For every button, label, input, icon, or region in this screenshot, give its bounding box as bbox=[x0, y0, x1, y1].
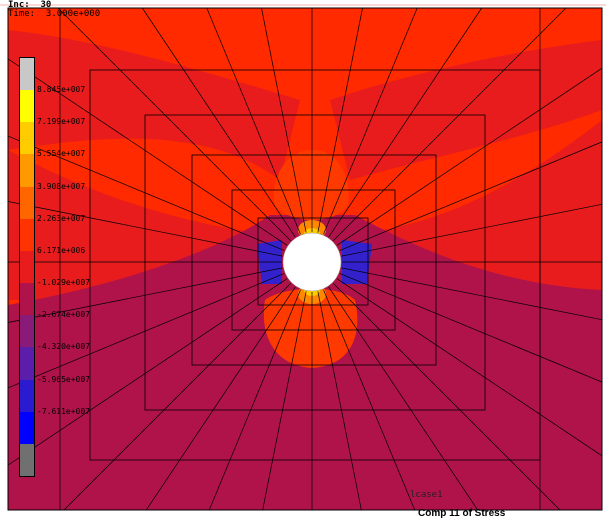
legend-swatch bbox=[20, 250, 34, 284]
mesh-radial-line bbox=[332, 7, 567, 242]
legend-swatch bbox=[20, 58, 34, 91]
legend-swatch bbox=[20, 347, 34, 381]
mesh-ring bbox=[257, 217, 369, 306]
legend-swatch bbox=[20, 315, 34, 348]
legend-label: 5.554e+007 bbox=[37, 149, 86, 159]
mesh-ring bbox=[191, 154, 437, 366]
lobe-top bbox=[274, 150, 349, 220]
mesh-radial-line bbox=[261, 7, 307, 233]
legend-label: -5.965e+007 bbox=[37, 374, 90, 384]
mesh-radial-line bbox=[262, 291, 307, 511]
legend-swatch bbox=[20, 283, 34, 316]
mesh-radial-line bbox=[328, 7, 483, 238]
legend-label: 8.845e+007 bbox=[37, 85, 86, 95]
mesh-radial-line bbox=[323, 7, 418, 235]
mesh-radial-line bbox=[7, 273, 285, 389]
mesh-radial-line bbox=[341, 203, 603, 257]
mesh-radial-line bbox=[208, 289, 301, 511]
legend-swatch bbox=[20, 218, 34, 252]
mesh-radial-line bbox=[317, 291, 362, 511]
legend-label: 3.908e+007 bbox=[37, 181, 86, 191]
legend-label: 2.263e+007 bbox=[37, 213, 86, 223]
mesh-radial-line bbox=[7, 201, 283, 257]
hole bbox=[282, 232, 342, 292]
mesh-radial-line bbox=[336, 67, 603, 246]
legend-swatch bbox=[20, 122, 34, 155]
lobe-bottom bbox=[263, 288, 358, 368]
legend-swatch bbox=[20, 186, 34, 220]
mesh-radial-line bbox=[339, 141, 603, 251]
mesh-radial-line bbox=[7, 278, 288, 466]
mesh-radial-line bbox=[339, 273, 603, 383]
legend-swatch bbox=[20, 379, 34, 413]
mesh-radial-line bbox=[328, 286, 478, 511]
mesh-radial-line bbox=[332, 282, 561, 511]
legend-border bbox=[19, 57, 35, 477]
legend-label: -2.674e+007 bbox=[37, 310, 90, 320]
time-label: Time: 3.000e+000 bbox=[8, 9, 101, 19]
legend-label: 7.199e+007 bbox=[37, 117, 86, 127]
mesh-radial-line bbox=[341, 267, 603, 321]
mesh-radial-line bbox=[317, 7, 363, 233]
mesh-radial-line bbox=[206, 7, 301, 235]
legend-swatch bbox=[20, 154, 34, 188]
plot-frame bbox=[7, 7, 603, 511]
mesh-radial-line bbox=[141, 7, 296, 238]
plot-title: Comp 11 of Stress bbox=[418, 508, 506, 519]
mesh-ring bbox=[144, 114, 486, 411]
mesh-radial-line bbox=[57, 7, 292, 242]
legend-label: -4.320e+007 bbox=[37, 342, 90, 352]
mesh-radial-line bbox=[336, 278, 603, 457]
increment-label: Inc: 30 bbox=[8, 0, 52, 10]
color-legend: 8.845e+007 7.199e+007 5.554e+007 3.908e+007… bbox=[19, 57, 90, 477]
mesh-ring bbox=[231, 189, 396, 331]
mesh-radial-line bbox=[146, 286, 296, 511]
mesh-radial-line bbox=[7, 58, 288, 246]
field-mid-upper-left bbox=[8, 30, 300, 180]
mesh-radial-line bbox=[7, 135, 285, 251]
legend-swatch bbox=[20, 90, 34, 123]
legend-label: -7.611e+007 bbox=[37, 406, 90, 416]
load-case-label: lcase1 bbox=[410, 490, 443, 500]
mesh-radial-line bbox=[63, 282, 292, 511]
field-mid bbox=[8, 120, 602, 300]
mesh-radial-line bbox=[323, 289, 416, 511]
mesh-radial-line bbox=[7, 267, 283, 323]
legend-swatch bbox=[20, 411, 34, 445]
field-mid-upper-right bbox=[330, 40, 602, 180]
legend-label: -1.029e+007 bbox=[37, 278, 90, 288]
legend-label: 6.171e+006 bbox=[37, 245, 86, 255]
legend-swatch bbox=[20, 443, 34, 477]
